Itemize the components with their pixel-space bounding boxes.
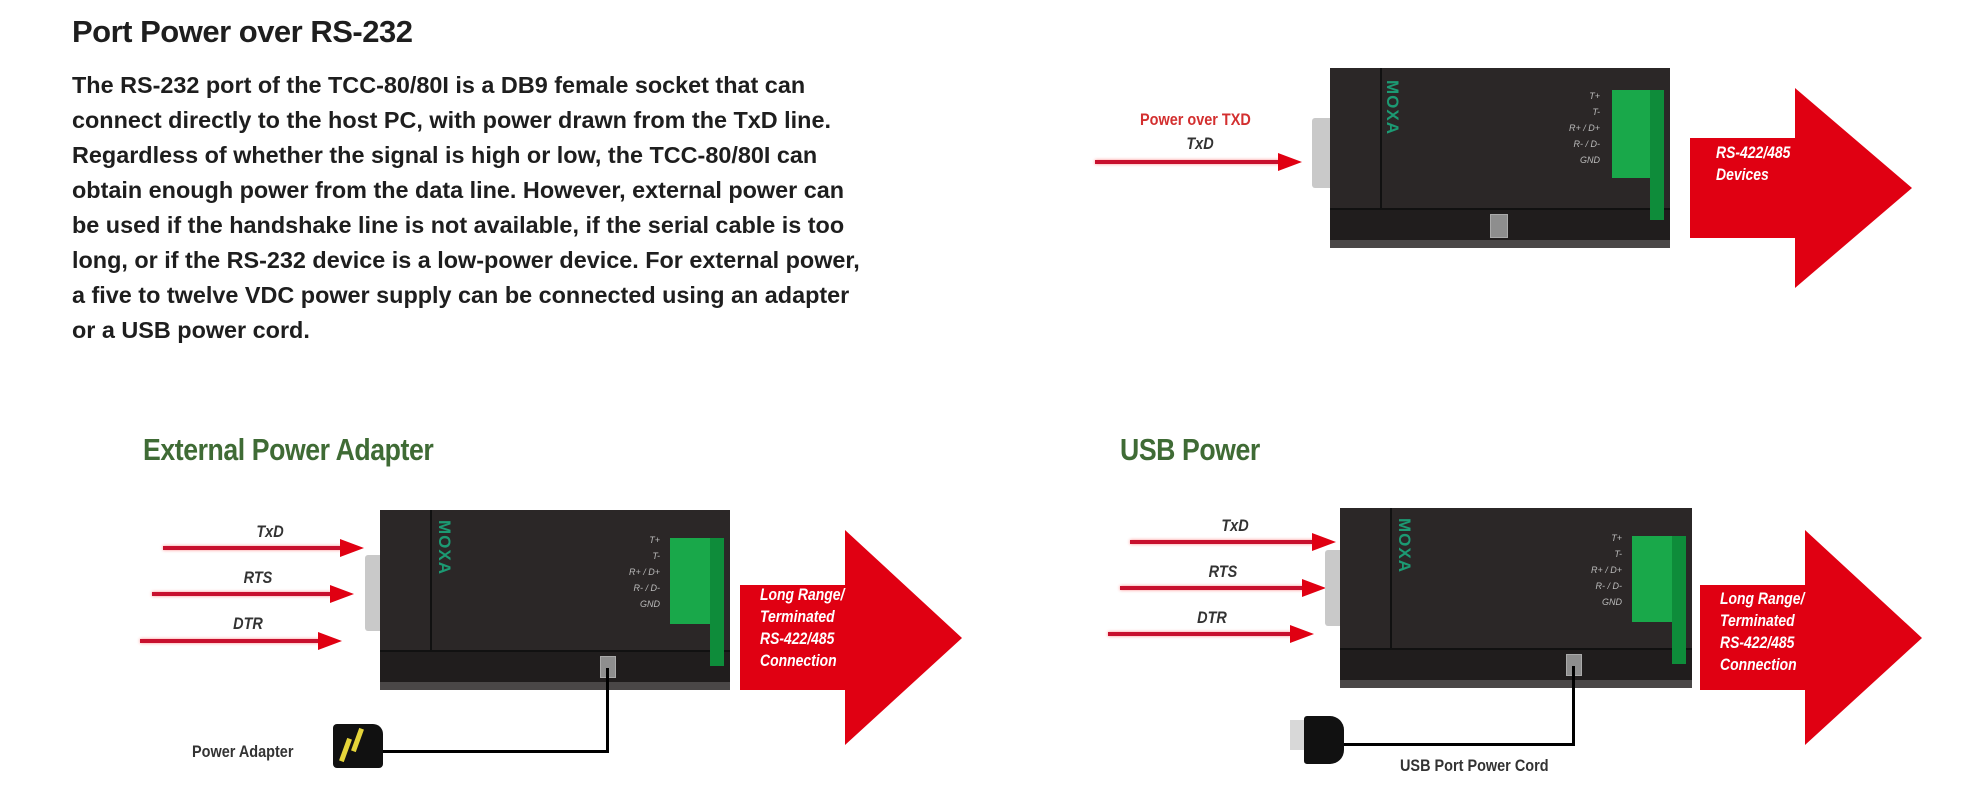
- arrow-text-line: RS-422/485: [760, 629, 835, 648]
- signal-label-txd: TxD: [1186, 134, 1214, 153]
- signal-label-txd: TxD: [1221, 516, 1249, 535]
- arrow-text-line: Long Range/: [760, 585, 845, 604]
- terminal-label: R+ / D+: [1568, 123, 1600, 133]
- terminal-labels: T+ T- R+ / D+ R- / D- GND: [1530, 88, 1600, 168]
- tcc-80-device: MOXA T+ T- R+ / D+ R- / D- GND: [380, 510, 730, 690]
- terminal-label: GND: [640, 599, 660, 609]
- terminal-label: GND: [1580, 155, 1600, 165]
- signal-arrow-line: [1095, 160, 1280, 164]
- moxa-logo: MOXA: [1395, 518, 1414, 573]
- terminal-label: GND: [1602, 597, 1622, 607]
- arrow-head-icon: [1312, 533, 1336, 551]
- terminal-labels: T+ T- R+ / D+ R- / D- GND: [1552, 530, 1622, 610]
- terminal-label: T+: [649, 535, 660, 545]
- output-arrow-icon: [740, 530, 962, 745]
- terminal-label: R- / D-: [1573, 139, 1601, 149]
- signal-arrow-line: [152, 592, 332, 596]
- device-bottom-edge: [1340, 680, 1692, 688]
- arrow-text-line: Connection: [760, 651, 837, 670]
- device-front-face: [380, 650, 730, 684]
- paragraph-line: long, or if the RS-232 device is a low-p…: [72, 247, 860, 273]
- terminal-label: R+ / D+: [628, 567, 660, 577]
- terminal-label: T+: [1611, 533, 1622, 543]
- terminal-block: [670, 538, 710, 624]
- arrow-text-line: Connection: [1720, 655, 1797, 674]
- plug-prong: [351, 727, 364, 753]
- section-title-usb-power: USB Power: [1120, 432, 1260, 467]
- output-arrow-label: Long Range/ Terminated RS-422/485 Connec…: [760, 584, 844, 672]
- device-seam: [1380, 68, 1382, 208]
- device-bottom-edge: [380, 682, 730, 690]
- terminal-label: R- / D-: [1595, 581, 1623, 591]
- device-front-face: [1340, 648, 1692, 682]
- moxa-logo: MOXA: [1383, 80, 1402, 135]
- arrow-head-icon: [1278, 153, 1302, 171]
- output-arrow-icon: [1700, 530, 1922, 745]
- signal-label-dtr: DTR: [233, 614, 263, 633]
- signal-label-rts: RTS: [243, 568, 273, 587]
- paragraph-line: connect directly to the host PC, with po…: [72, 107, 831, 133]
- device-seam: [1390, 508, 1392, 648]
- output-arrow-label: RS-422/485 Devices: [1716, 142, 1790, 186]
- paragraph-line: Regardless of whether the signal is high…: [72, 142, 818, 168]
- terminal-labels: T+ T- R+ / D+ R- / D- GND: [590, 532, 660, 612]
- terminal-label: T-: [1614, 549, 1622, 559]
- signal-label-rts: RTS: [1208, 562, 1238, 581]
- output-arrow-icon: [1690, 88, 1912, 288]
- output-arrow-label: Long Range/ Terminated RS-422/485 Connec…: [1720, 588, 1804, 676]
- signal-label-txd: TxD: [256, 522, 284, 541]
- terminal-block-side: [1672, 536, 1686, 664]
- device-seam: [430, 510, 432, 650]
- arrow-text-line: Terminated: [1720, 611, 1795, 630]
- power-adapter-plug-icon: [333, 724, 383, 768]
- power-over-txd-caption: Power over TXD: [1140, 110, 1251, 129]
- arrow-head-icon: [340, 539, 364, 557]
- terminal-block-side: [1650, 90, 1664, 220]
- description-paragraph: The RS-232 port of the TCC-80/80I is a D…: [72, 68, 992, 348]
- terminal-label: R- / D-: [633, 583, 661, 593]
- dc-power-jack: [1490, 214, 1508, 238]
- power-adapter-label: Power Adapter: [192, 742, 294, 761]
- arrow-head-icon: [318, 632, 342, 650]
- terminal-label: R+ / D+: [1590, 565, 1622, 575]
- paragraph-line: The RS-232 port of the TCC-80/80I is a D…: [72, 72, 806, 98]
- arrow-text-line: Terminated: [760, 607, 835, 626]
- signal-arrow-line: [1130, 540, 1315, 544]
- paragraph-line: obtain enough power from the data line. …: [72, 177, 845, 203]
- moxa-logo: MOXA: [435, 520, 454, 575]
- terminal-label: T-: [1592, 107, 1600, 117]
- terminal-block-side: [710, 538, 724, 666]
- usb-cable: [1572, 666, 1575, 746]
- power-cable: [606, 668, 609, 753]
- arrow-text-line: RS-422/485: [1720, 633, 1795, 652]
- tcc-80-device: MOXA T+ T- R+ / D+ R- / D- GND: [1330, 68, 1670, 248]
- device-bottom-edge: [1330, 240, 1670, 248]
- power-cable: [380, 750, 609, 753]
- terminal-block: [1612, 90, 1650, 178]
- page-title: Port Power over RS-232: [72, 14, 413, 49]
- paragraph-line: be used if the handshake line is not ava…: [72, 212, 845, 238]
- usb-power-cord-label: USB Port Power Cord: [1400, 756, 1549, 775]
- arrow-text-line: Devices: [1716, 165, 1769, 184]
- arrow-head-icon: [1290, 625, 1314, 643]
- usb-plug-icon: [1304, 716, 1344, 764]
- terminal-block: [1632, 536, 1672, 622]
- usb-connector-tip: [1290, 720, 1306, 750]
- terminal-label: T+: [1589, 91, 1600, 101]
- signal-arrow-line: [163, 546, 343, 550]
- arrow-text-line: Long Range/: [1720, 589, 1805, 608]
- terminal-label: T-: [652, 551, 660, 561]
- tcc-80-device: MOXA T+ T- R+ / D+ R- / D- GND: [1340, 508, 1692, 688]
- usb-cable: [1340, 743, 1575, 746]
- signal-arrow-line: [140, 639, 320, 643]
- section-title-external-adapter: External Power Adapter: [143, 432, 434, 467]
- paragraph-line: a five to twelve VDC power supply can be…: [72, 282, 850, 308]
- paragraph-line: or a USB power cord.: [72, 317, 310, 343]
- signal-arrow-line: [1108, 632, 1292, 636]
- arrow-head-icon: [330, 585, 354, 603]
- arrow-head-icon: [1302, 579, 1326, 597]
- signal-label-dtr: DTR: [1197, 608, 1227, 627]
- signal-arrow-line: [1120, 586, 1304, 590]
- arrow-text-line: RS-422/485: [1716, 143, 1791, 162]
